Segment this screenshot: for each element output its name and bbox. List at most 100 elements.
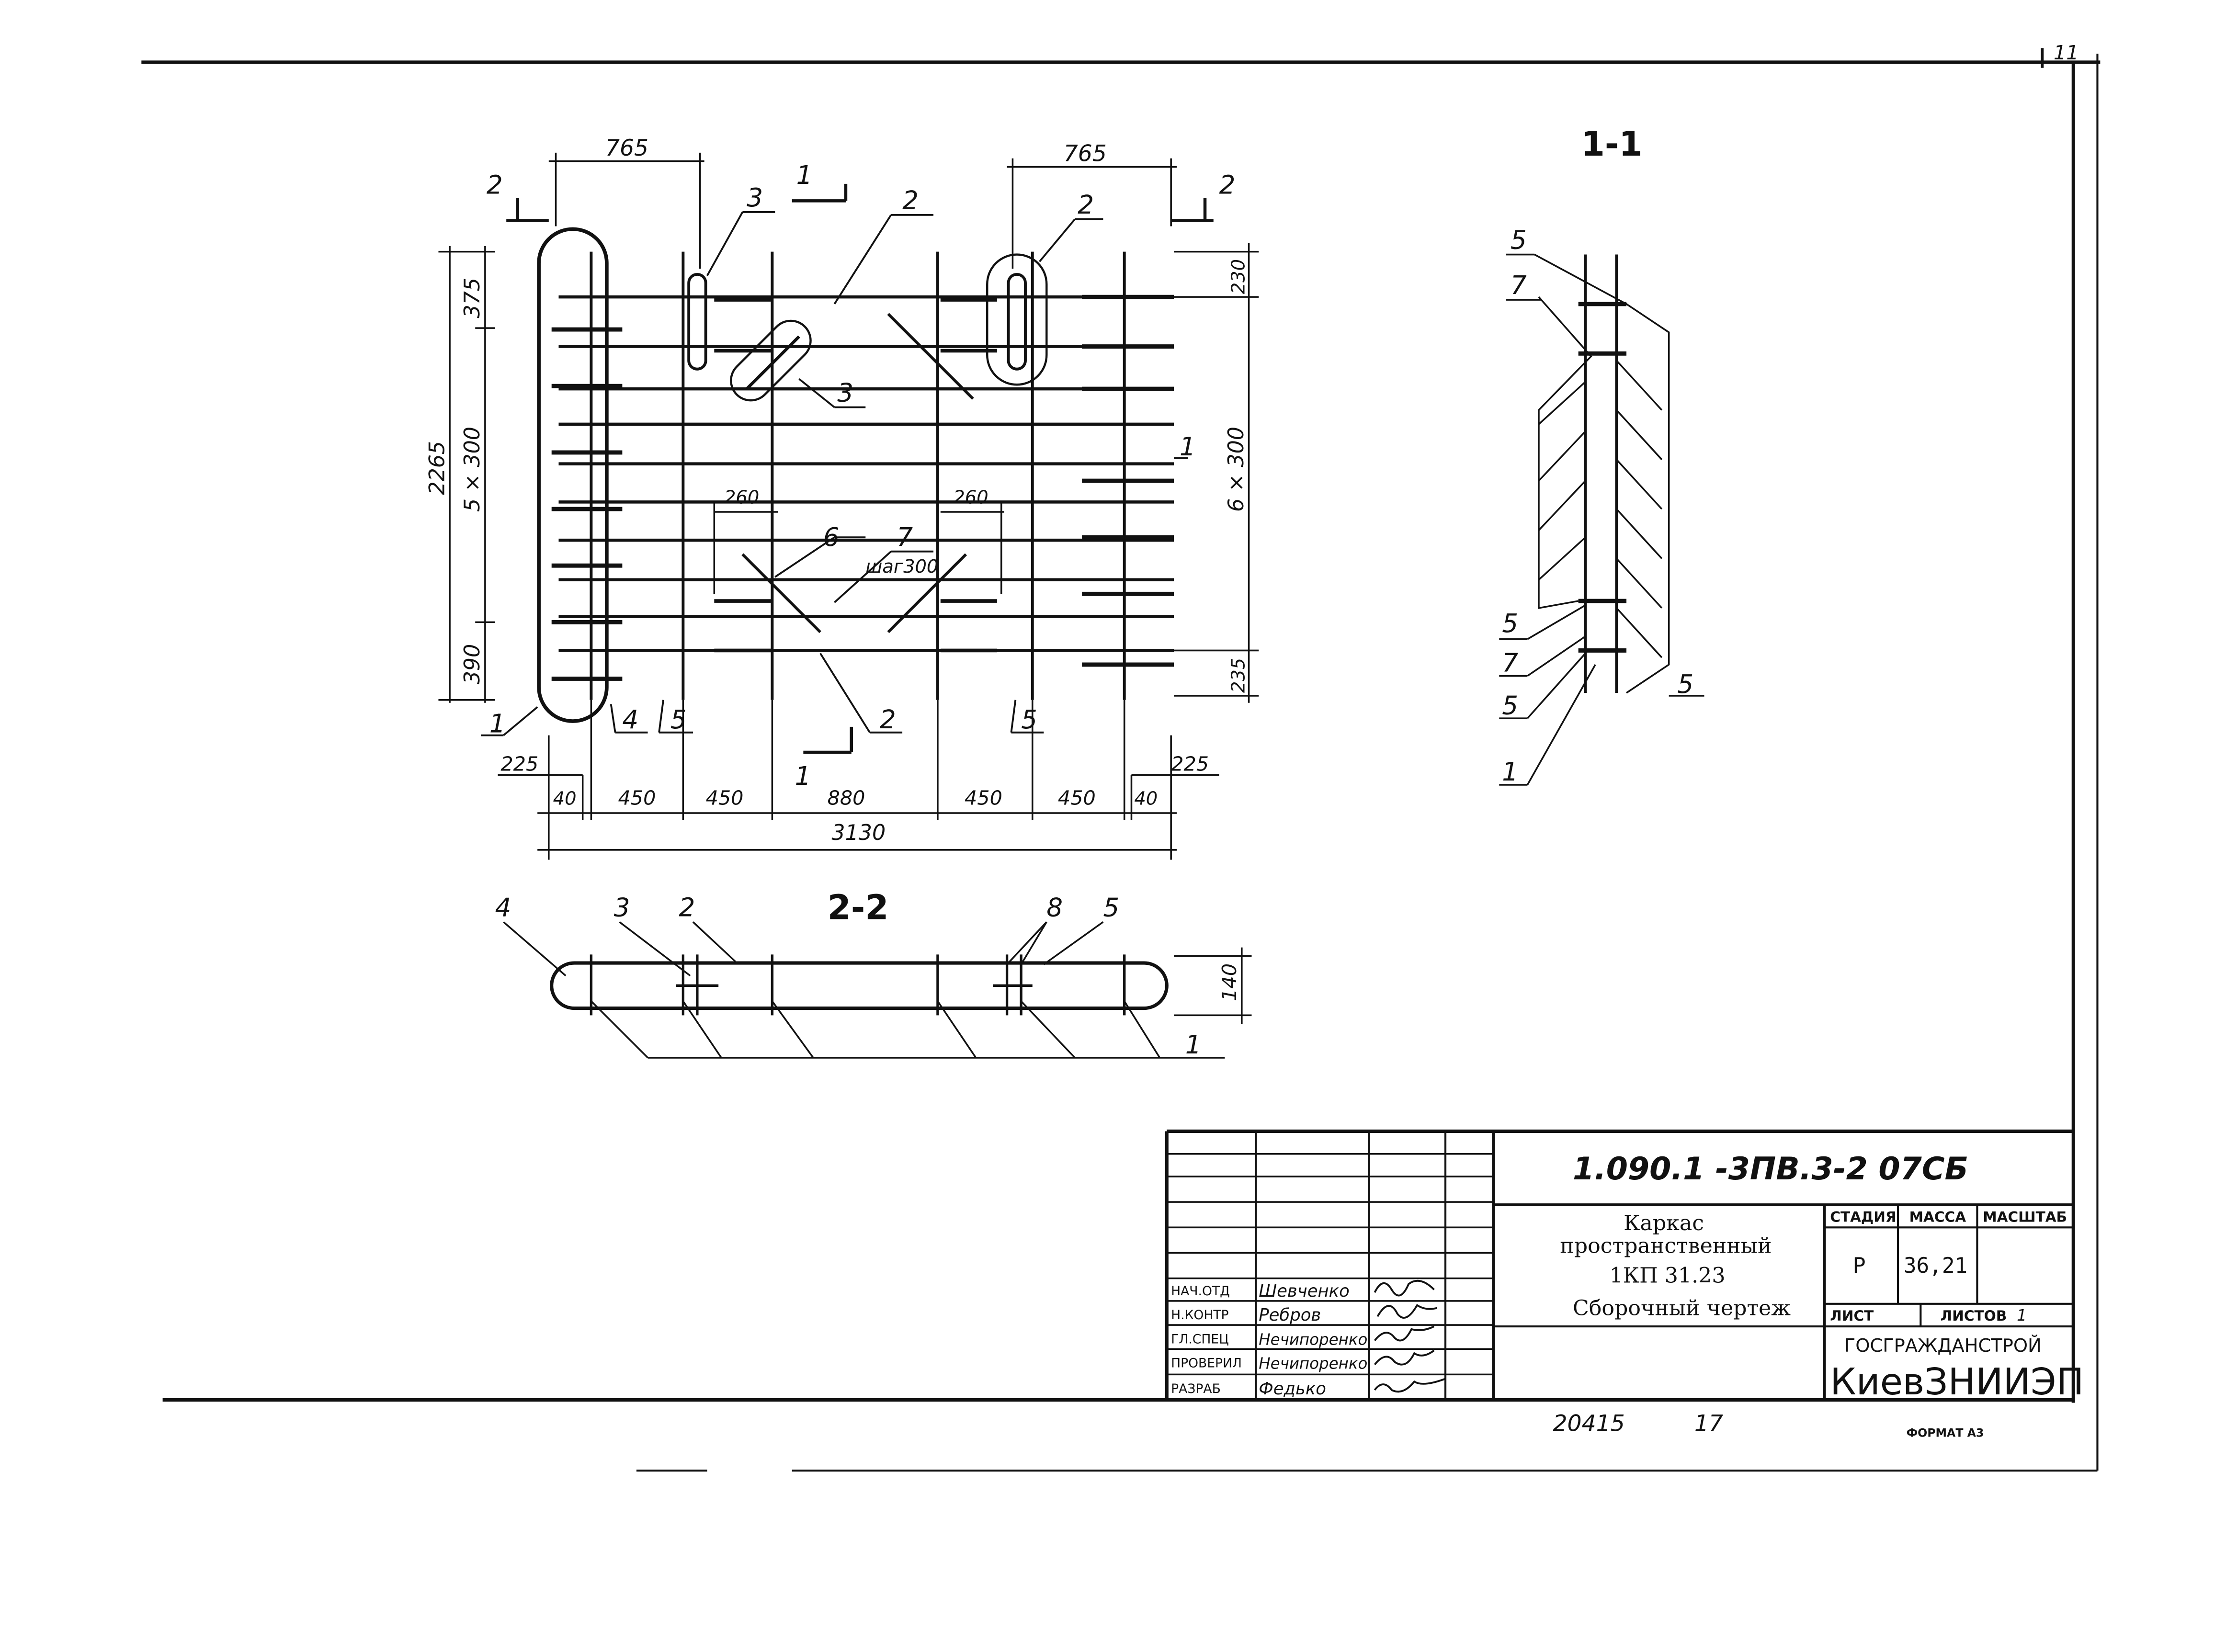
name-3: Нечипоренко bbox=[1259, 1330, 1367, 1348]
dim-230: 230 bbox=[1228, 259, 1249, 294]
archive-number: 20415 bbox=[1553, 1411, 1625, 1437]
dim-2265: 2265 bbox=[425, 441, 449, 495]
role-1: НАЧ.ОТД bbox=[1171, 1284, 1230, 1299]
callout-5-right: 5 bbox=[1021, 705, 1037, 735]
dim-450-c: 450 bbox=[965, 786, 1002, 809]
section-2-2-title: 2-2 bbox=[828, 888, 889, 928]
callout-2-top: 2 bbox=[902, 186, 919, 215]
sheets-count: 1 bbox=[2017, 1306, 2027, 1324]
title-block bbox=[1165, 1129, 2074, 1400]
scale-label: МАСШТАБ bbox=[1983, 1209, 2067, 1225]
dim-lines-bottom bbox=[498, 700, 1219, 860]
s22-callout-1: 1 bbox=[1185, 1030, 1202, 1060]
loop-pos-3-left bbox=[687, 272, 707, 371]
section-2-2 bbox=[503, 921, 1252, 1059]
section-2-2-bar bbox=[550, 961, 1169, 1010]
s11-callout-7b: 7 bbox=[1502, 648, 1518, 678]
mass-value: 36,21 bbox=[1904, 1254, 1967, 1278]
leader-lines bbox=[481, 211, 1188, 736]
s22-callout-2: 2 bbox=[679, 893, 695, 923]
s22-dim-140: 140 bbox=[1218, 963, 1241, 1001]
document-code: 1.090.1 -3ПВ.3-2 07СБ bbox=[1573, 1151, 1968, 1187]
section-mark-2-left: 2 bbox=[487, 170, 503, 200]
dim-765-left: 765 bbox=[605, 135, 648, 161]
stub-bars-left bbox=[551, 327, 623, 681]
name-2: Ребров bbox=[1259, 1305, 1321, 1325]
note-step: шаг300 bbox=[865, 556, 938, 577]
dim-235: 235 bbox=[1228, 658, 1249, 693]
title-line-2: пространственный bbox=[1560, 1233, 1772, 1258]
dim-5x300: 5 × 300 bbox=[460, 427, 485, 512]
role-4: ПРОВЕРИЛ bbox=[1171, 1356, 1242, 1371]
callout-2-right: 2 bbox=[1078, 190, 1094, 220]
sheet-label: ЛИСТ bbox=[1830, 1308, 1874, 1324]
dim-450-d: 450 bbox=[1058, 786, 1096, 809]
section-mark-1-bottom: 1 bbox=[795, 761, 811, 791]
role-5: РАЗРАБ bbox=[1171, 1381, 1221, 1396]
dim-260-right: 260 bbox=[953, 487, 988, 508]
s22-callout-4: 4 bbox=[495, 893, 511, 923]
dim-40-left: 40 bbox=[553, 788, 577, 809]
s11-callout-1: 1 bbox=[1502, 757, 1518, 787]
s11-callout-5-right: 5 bbox=[1677, 669, 1693, 699]
dim-lines-right bbox=[1174, 243, 1259, 703]
corner-mark: 11 bbox=[2054, 41, 2079, 64]
s11-callout-5a: 5 bbox=[1511, 226, 1527, 255]
s22-callout-5: 5 bbox=[1103, 893, 1119, 923]
dim-880: 880 bbox=[828, 786, 865, 809]
org-institute: КиевЗНИИЭП bbox=[1830, 1361, 2084, 1403]
callout-7: 7 bbox=[897, 522, 913, 552]
callout-1-right: 1 bbox=[1180, 432, 1196, 462]
stage-label: СТАДИЯ bbox=[1830, 1209, 1896, 1225]
sheets-label: ЛИСТОВ bbox=[1941, 1308, 2007, 1324]
horizontal-bars bbox=[558, 295, 1174, 652]
vertical-bars bbox=[590, 251, 1126, 700]
s11-callout-5b: 5 bbox=[1502, 609, 1518, 638]
archive-sheet: 17 bbox=[1694, 1411, 1723, 1437]
s11-callout-7a: 7 bbox=[1511, 271, 1527, 300]
role-2: Н.КОНТР bbox=[1171, 1308, 1228, 1323]
bar-pos-1 bbox=[537, 227, 609, 723]
name-1: Шевченко bbox=[1259, 1281, 1350, 1301]
stub-bars-right bbox=[1082, 294, 1174, 667]
dim-225-right: 225 bbox=[1171, 752, 1209, 775]
s22-callout-8: 8 bbox=[1046, 893, 1063, 923]
stage-value: Р bbox=[1853, 1254, 1866, 1278]
callout-2-bottom: 2 bbox=[880, 705, 896, 735]
plan-view bbox=[438, 152, 1259, 860]
callout-3-mid: 3 bbox=[837, 378, 853, 408]
title-line-3: 1КП 31.23 bbox=[1610, 1263, 1726, 1288]
dim-6x300: 6 × 300 bbox=[1224, 427, 1249, 512]
dim-3130: 3130 bbox=[831, 821, 886, 845]
dim-450-a: 450 bbox=[618, 786, 656, 809]
dim-765-right: 765 bbox=[1064, 141, 1107, 167]
loop-pos-3-right bbox=[1007, 272, 1027, 371]
format-label: ФОРМАТ А3 bbox=[1907, 1426, 1984, 1439]
dim-lines-left bbox=[438, 246, 495, 703]
mass-label: МАССА bbox=[1909, 1209, 1966, 1225]
section-1-1 bbox=[1499, 253, 1704, 786]
section-mark-2-right: 2 bbox=[1219, 170, 1236, 200]
callout-5-left: 5 bbox=[670, 705, 687, 735]
s11-callout-5c: 5 bbox=[1502, 690, 1518, 720]
dim-lines-top bbox=[548, 152, 1177, 269]
title-line-1: Каркас bbox=[1624, 1211, 1704, 1235]
dim-390: 390 bbox=[460, 644, 485, 685]
callout-4: 4 bbox=[622, 705, 638, 735]
dim-225-left: 225 bbox=[500, 752, 538, 775]
dim-40-right: 40 bbox=[1134, 788, 1158, 809]
callout-1-plan: 1 bbox=[489, 709, 506, 739]
dim-260-left: 260 bbox=[724, 487, 759, 508]
name-5: Федько bbox=[1259, 1379, 1326, 1399]
dim-375: 375 bbox=[460, 278, 485, 318]
callout-3-top: 3 bbox=[747, 183, 763, 213]
signatures bbox=[1374, 1279, 1446, 1393]
section-1-1-title: 1-1 bbox=[1581, 124, 1643, 164]
callout-6: 6 bbox=[823, 522, 840, 552]
org-ministry: ГОСГРАЖДАНСТРОЙ bbox=[1844, 1334, 2042, 1357]
section-mark-1-top: 1 bbox=[796, 160, 813, 190]
role-3: ГЛ.СПЕЦ bbox=[1171, 1332, 1229, 1346]
title-line-4: Сборочный чертеж bbox=[1573, 1296, 1791, 1320]
dim-450-b: 450 bbox=[706, 786, 744, 809]
